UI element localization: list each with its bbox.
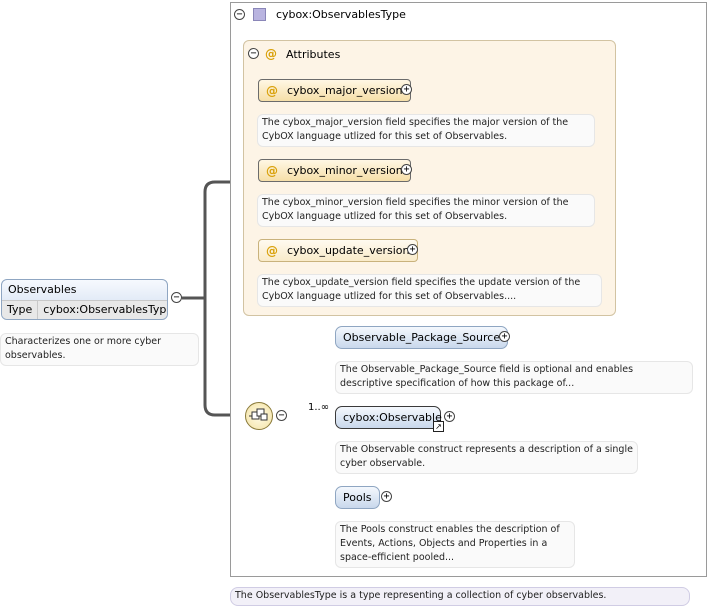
attribute-at-icon: @ [265,47,277,61]
root-type-label: Type [2,301,39,319]
attribute-description: The cybox_major_version field specifies … [257,114,595,147]
attribute-at-icon: @ [266,243,278,258]
element-expand-toggle[interactable]: + [499,331,510,342]
element-description: The Pools construct enables the descript… [335,521,575,568]
attribute-cybox-update-version[interactable]: @cybox_update_version [258,239,418,262]
attributes-header: @Attributes [265,47,341,61]
element-pools[interactable]: Pools [335,486,380,509]
element-cybox-observable[interactable]: cybox:Observable [335,406,442,429]
element-expand-toggle[interactable]: + [444,411,455,422]
root-type-row: Type cybox:ObservablesType [2,300,168,319]
attribute-description: The cybox_update_version field specifies… [257,274,602,307]
attributes-collapse-toggle[interactable]: − [248,48,259,59]
complex-type-collapse-toggle[interactable]: − [234,9,245,20]
sequence-collapse-toggle[interactable]: − [276,410,287,421]
attribute-description: The cybox_minor_version field specifies … [257,194,595,227]
root-collapse-toggle[interactable]: − [171,292,182,303]
element-description: The Observable construct represents a de… [335,441,638,474]
root-element-name: Observables [8,283,77,296]
attribute-at-icon: @ [266,163,278,178]
attribute-cybox-major-version[interactable]: @cybox_major_version [258,79,411,102]
attribute-expand-toggle[interactable]: + [401,84,412,95]
element-expand-toggle[interactable]: + [381,491,392,502]
complex-type-name: cybox:ObservablesType [276,8,406,21]
element-cardinality: 1..∞ [308,402,330,413]
attribute-at-icon: @ [266,83,278,98]
root-type-value: cybox:ObservablesType [43,303,168,316]
attribute-cybox-minor-version[interactable]: @cybox_minor_version [258,159,411,182]
sequence-compositor-icon[interactable] [245,402,273,430]
root-description: Characterizes one or more cyber observab… [0,333,199,366]
attribute-expand-toggle[interactable]: + [401,164,412,175]
sequence-icon [249,408,268,421]
complex-type-description: The ObservablesType is a type representi… [230,587,690,606]
complex-type-icon [253,8,266,21]
element-description: The Observable_Package_Source field is o… [335,361,693,394]
attribute-expand-toggle[interactable]: + [407,244,418,255]
reference-arrow-icon: ↗ [433,421,444,432]
element-observable-package-source[interactable]: Observable_Package_Source [335,326,509,349]
root-element-box[interactable]: Observables Type cybox:ObservablesType [1,279,168,320]
